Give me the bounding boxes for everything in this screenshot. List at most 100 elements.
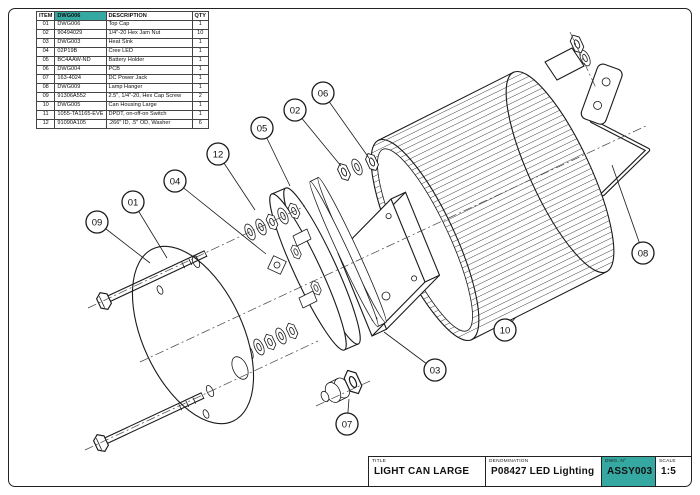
bom-cell: 02 (35, 28, 56, 39)
bom-cell: DWG004 (54, 64, 107, 75)
callout-label: 07 (342, 419, 353, 430)
bom-cell: 09 (35, 91, 56, 102)
callout-balloon (311, 81, 335, 105)
callout-label: 05 (257, 123, 268, 134)
callout-label: 08 (638, 248, 649, 259)
title-block-dwg-cell: DWG. N° ASSY003 (601, 457, 655, 486)
scale-label: SCALE (659, 458, 676, 464)
callout-balloon (423, 358, 447, 382)
bom-cell: PCB (105, 64, 193, 75)
pcb (309, 177, 387, 327)
bom-cell: 1/4"-20 Hex Jam Nut (105, 28, 193, 39)
hatch-line (351, 79, 573, 195)
centerlines (84, 31, 649, 451)
callout-balloon (121, 190, 145, 214)
bom-cell: 1 (191, 64, 209, 75)
bom-cell: 91306A552 (54, 91, 107, 102)
callout-balloon (206, 142, 230, 166)
denomination-value: P08427 LED Lighting (491, 465, 595, 477)
callout-label: 10 (500, 325, 511, 336)
callout-label: 01 (128, 197, 139, 208)
hanger-mount-tab (544, 32, 593, 81)
dwg-number-label: DWG. N° (605, 458, 627, 464)
bom-cell: 1 (191, 109, 209, 120)
bom-cell: DC Power Jack (105, 73, 193, 84)
bom-cell: 1 (191, 46, 209, 57)
title-block-denomination-cell: DENOMINATION P08427 LED Lighting (485, 457, 601, 486)
top-cap (131, 245, 255, 425)
bom-cell: 10 (191, 28, 209, 39)
bom-cell: 07 (35, 73, 56, 84)
bom-cell: DWG005 (54, 100, 107, 111)
callout-balloon (631, 241, 655, 265)
drawing-title: LIGHT CAN LARGE (374, 465, 470, 477)
lamp-hanger (580, 63, 651, 197)
callout-balloon (85, 210, 109, 234)
bom-cell: DWG003 (54, 37, 107, 48)
scale-value: 1:5 (661, 465, 677, 477)
bom-cell: Lamp Hanger (105, 82, 193, 93)
hatch-line (404, 223, 634, 340)
bom-cell: 163-4024 (54, 73, 107, 84)
bom-cell: DPDT, on-off-on Switch (105, 109, 193, 120)
bom-cell: 1 (191, 37, 209, 48)
bom-cell: 2 (191, 91, 209, 102)
bom-cell: Top Cap (105, 19, 193, 30)
title-label: TITLE (372, 458, 387, 464)
bom-cell: Cree LED (105, 46, 193, 57)
bom-cell: DWG009 (54, 82, 107, 93)
bom-cell: 1055-TA1165-EVE (54, 109, 107, 120)
bom-header-qty: QTY (191, 11, 209, 21)
title-block-scale-cell: SCALE 1:5 (655, 457, 691, 486)
callout-leader (294, 109, 342, 167)
bom-cell: 02P19B (54, 46, 107, 57)
callout-label: 12 (213, 149, 224, 160)
bom-cell: 1 (191, 73, 209, 84)
callout-balloon (163, 169, 187, 193)
bom-cell: 10 (35, 100, 56, 111)
bom-cell: 06 (35, 64, 56, 75)
callout-balloon (493, 318, 517, 342)
title-block-title-cell: TITLE LIGHT CAN LARGE (369, 457, 485, 486)
callout-balloon (250, 116, 274, 140)
bom-cell: .266" ID, .5" OD, Washer (105, 118, 193, 129)
bom-cell: BC4AAW-ND (54, 55, 107, 66)
callout-label: 02 (290, 105, 301, 116)
bom-cell: 2.5", 1/4"-20, Hex Cap Screw (105, 91, 193, 102)
dwg-number-value: ASSY003 (607, 465, 653, 477)
bom-cell: Heat Sink (105, 37, 193, 48)
bom-cell: Battery Holder (105, 55, 193, 66)
battery-holder (269, 187, 361, 351)
bom-cell: 08 (35, 82, 56, 93)
callout-leader (174, 180, 267, 255)
callout-label: 04 (170, 176, 181, 187)
title-block: TITLE LIGHT CAN LARGE DENOMINATION P0842… (368, 456, 691, 486)
hex-bolt (91, 392, 205, 455)
callout-label: 06 (318, 88, 329, 99)
bom-cell: 05 (35, 55, 56, 66)
callout-balloon (283, 98, 307, 122)
bom-cell: 91090A105 (54, 118, 107, 129)
hex-cap-screws (91, 250, 208, 455)
bom-cell: 01 (35, 19, 56, 30)
dc-power-jack (320, 367, 365, 403)
bom-header-item: ITEM (35, 11, 56, 21)
bom-cell: 04 (35, 46, 56, 57)
callout-leader (322, 92, 370, 159)
callout-balloon (335, 412, 359, 436)
bom-cell: 90494029 (54, 28, 107, 39)
bom-cell: 1 (191, 19, 209, 30)
callout-label: 03 (430, 365, 441, 376)
